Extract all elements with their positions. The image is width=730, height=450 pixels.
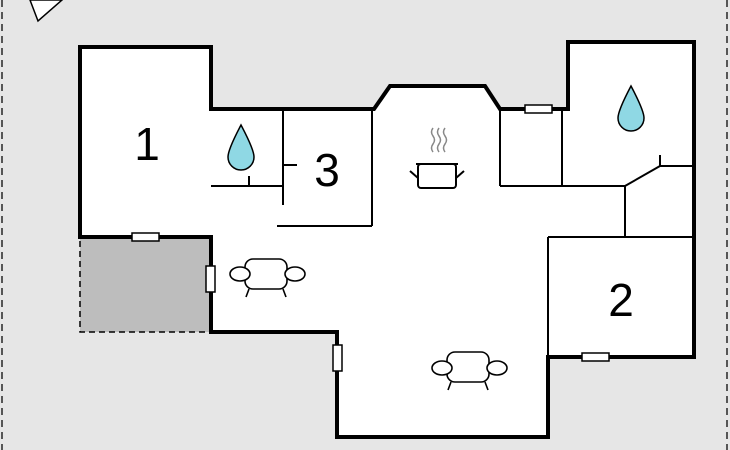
room-label-1: 1 (134, 118, 160, 170)
room-label-2: 2 (608, 274, 634, 326)
compass-marker-icon (29, 0, 64, 23)
sofa-icon (229, 258, 306, 298)
window (131, 232, 160, 242)
window (524, 104, 553, 114)
windows (131, 104, 610, 372)
water-drop-icon (227, 123, 255, 171)
exterior-walls (78, 40, 696, 439)
window (205, 265, 216, 293)
window (332, 344, 343, 372)
window (581, 352, 610, 362)
room-label-3: 3 (314, 144, 340, 196)
cooking-pot-icon (409, 127, 465, 189)
terrace (79, 236, 211, 333)
sofa-icon (431, 351, 508, 391)
interior-walls (211, 109, 694, 357)
water-drop-icon (617, 84, 645, 132)
